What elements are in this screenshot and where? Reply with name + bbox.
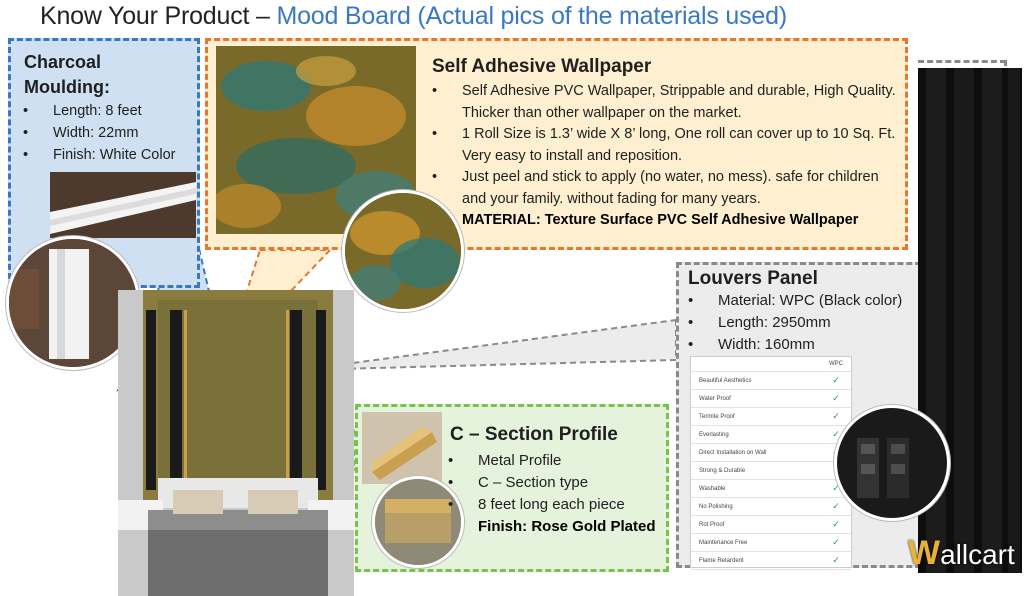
table-row: Strong & Durable✓	[691, 462, 851, 480]
check-icon: ✓	[832, 483, 840, 493]
wallpaper-texture-photo	[216, 46, 416, 234]
check-icon: ✓	[832, 537, 840, 547]
louvers-callout-wedge	[299, 318, 677, 371]
charcoal-item-width: Width: 22mm	[23, 122, 200, 144]
table-row: Rot Proof✓	[691, 516, 851, 534]
check-icon: ✓	[832, 393, 840, 403]
wallpaper-text: Self Adhesive Wallpaper Self Adhesive PV…	[432, 56, 902, 232]
table-row: Water Proof✓	[691, 390, 851, 408]
table-row: No Polishing✓	[691, 498, 851, 516]
wallpaper-item-roll-size: 1 Roll Size is 1.3’ wide X 8’ long, One …	[432, 124, 902, 167]
charcoal-heading-line1: Charcoal	[24, 52, 102, 72]
table-row: Termite Proof✓	[691, 408, 851, 426]
brand-logo-text: allcart	[940, 539, 1015, 570]
brand-logo-w: W	[908, 534, 941, 572]
page-title: Know Your Product – Mood Board (Actual p…	[40, 2, 787, 31]
csection-closeup	[372, 476, 464, 568]
charcoal-item-length: Length: 8 feet	[23, 100, 200, 122]
csection-item-type: C – Section type	[448, 472, 666, 494]
table-header-row: WPC	[691, 357, 851, 372]
wallpaper-item-install: Just peel and stick to apply (no water, …	[432, 167, 902, 210]
louvers-item-length: Length: 2950mm	[688, 312, 928, 334]
check-icon: ✓	[832, 519, 840, 529]
check-icon: ✓	[832, 375, 840, 385]
table-row: Flame Retardent✓	[691, 552, 851, 570]
csection-text: C – Section Profile Metal Profile C – Se…	[448, 424, 666, 538]
check-icon: ✓	[832, 411, 840, 421]
table-row: Washable✓	[691, 480, 851, 498]
table-row: Everlasting✓	[691, 426, 851, 444]
title-highlight: Mood Board (Actual pics of the materials…	[276, 2, 787, 30]
wallpaper-texture-closeup	[342, 190, 464, 312]
louvers-heading: Louvers Panel	[688, 268, 818, 289]
csection-finish: Finish: Rose Gold Plated	[478, 518, 656, 535]
csection-item-length: 8 feet long each piece	[448, 494, 666, 516]
louvers-text: Louvers Panel Material: WPC (Black color…	[688, 268, 928, 356]
louvers-list: Material: WPC (Black color) Length: 2950…	[688, 290, 928, 356]
louvers-box-top-edge	[918, 60, 1006, 63]
csection-heading: C – Section Profile	[450, 424, 618, 445]
louver-profile-closeup	[834, 405, 950, 521]
wpc-properties-table: WPC Beautiful Aesthetics✓ Water Proof✓ T…	[690, 356, 852, 570]
louvers-item-width: Width: 160mm	[688, 334, 928, 356]
check-icon: ✓	[832, 555, 840, 565]
moulding-closeup	[6, 236, 140, 370]
title-prefix: Know Your Product –	[40, 2, 277, 30]
csection-item-metal: Metal Profile	[448, 450, 666, 472]
wallpaper-list: Self Adhesive PVC Wallpaper, Strippable …	[432, 81, 902, 210]
bedroom-render-photo	[118, 290, 354, 596]
louvers-item-material: Material: WPC (Black color)	[688, 290, 928, 312]
table-row: Maintenance Free✓	[691, 534, 851, 552]
charcoal-heading-line2: Moulding:	[24, 77, 110, 97]
charcoal-text: Charcoal Moulding: Length: 8 feet Width:…	[23, 50, 200, 166]
check-icon: ✓	[832, 501, 840, 511]
charcoal-list: Length: 8 feet Width: 22mm Finish: White…	[23, 100, 200, 166]
table-row: Direct Installation on Wall✓	[691, 444, 851, 462]
wallpaper-material: MATERIAL: Texture Surface PVC Self Adhes…	[462, 212, 859, 228]
wallpaper-item-quality: Self Adhesive PVC Wallpaper, Strippable …	[432, 81, 902, 124]
wallpaper-heading: Self Adhesive Wallpaper	[432, 56, 652, 77]
table-header-wpc: WPC	[829, 361, 843, 367]
table-row: Beautiful Aesthetics✓	[691, 372, 851, 390]
brand-logo: Wallcart	[908, 534, 1015, 573]
csection-list: Metal Profile C – Section type 8 feet lo…	[448, 450, 666, 516]
charcoal-item-finish: Finish: White Color	[23, 144, 200, 166]
csection-photo	[362, 412, 442, 484]
check-icon: ✓	[832, 429, 840, 439]
moulding-photo	[50, 172, 196, 238]
